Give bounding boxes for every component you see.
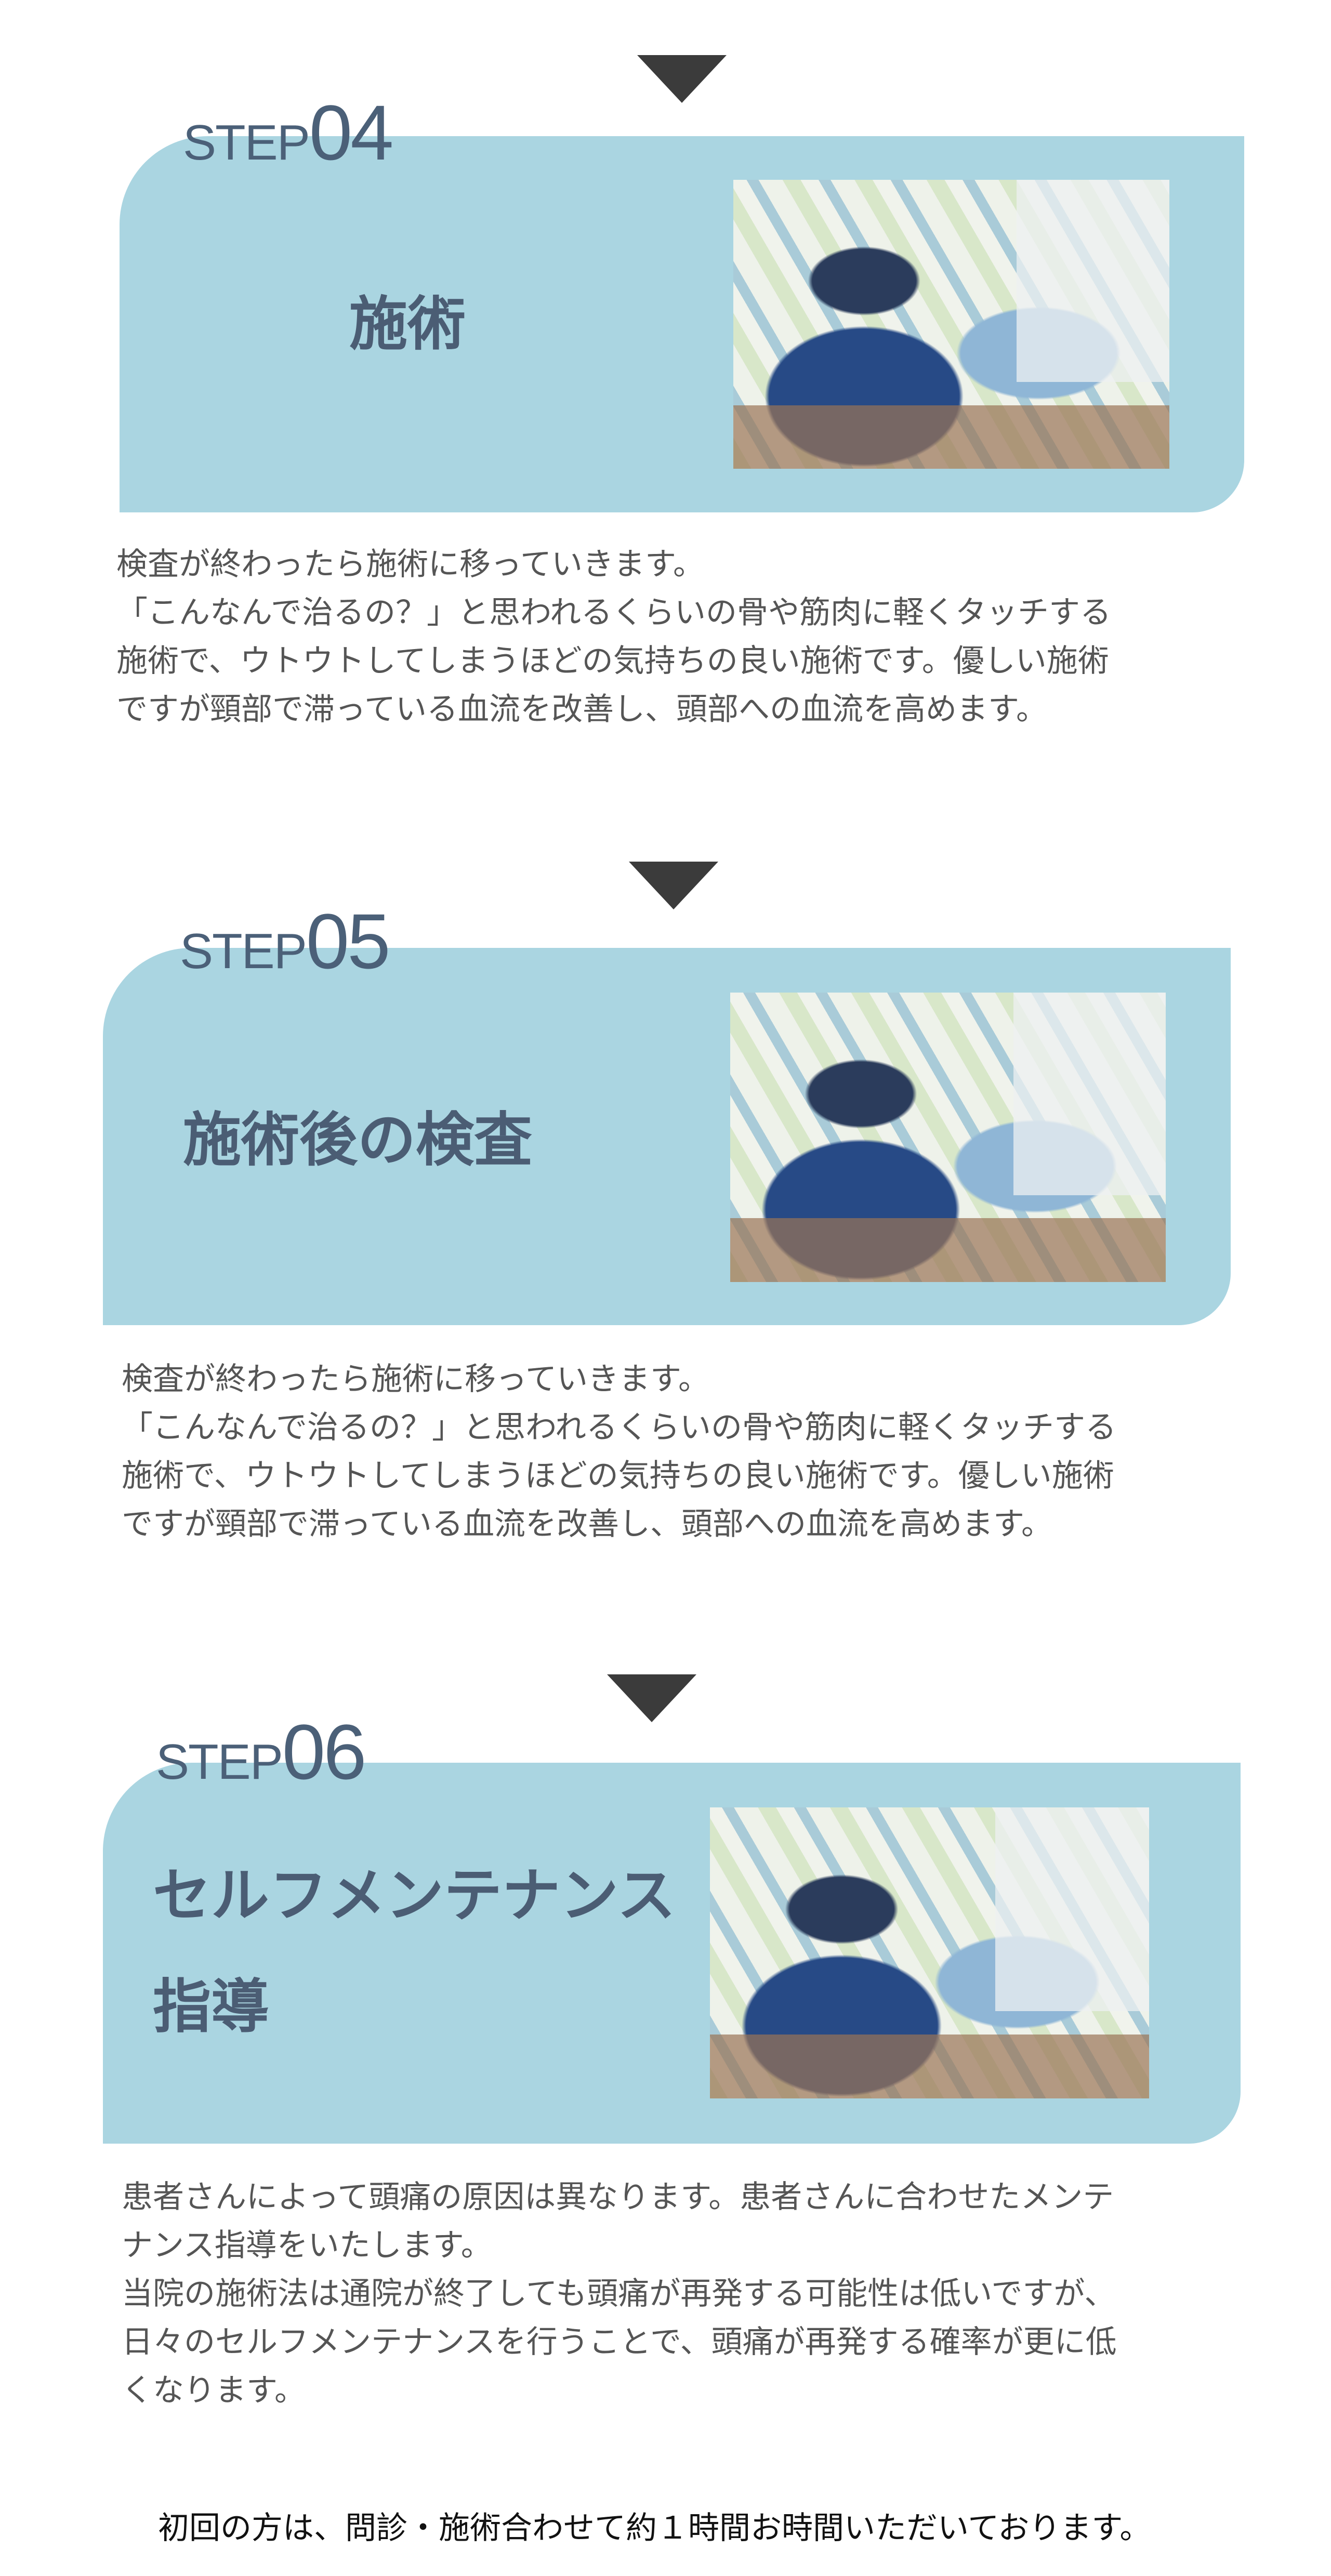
description-line: 「こんなんで治るの？」と思われるくらいの骨や筋肉に軽くタッチする xyxy=(116,595,1111,631)
description-line: 患者さんによって頭痛の原因は異なります。患者さんに合わせたメンテ xyxy=(122,2179,1114,2215)
description-line: 検査が終わったら施術に移っていきます。 xyxy=(122,1361,709,1397)
step-04-title: 施術 xyxy=(349,290,466,358)
step-04-label: STEP04 xyxy=(183,94,394,171)
description-line: 検査が終わったら施術に移っていきます。 xyxy=(116,546,704,583)
step-05-description: 検査が終わったら施術に移っていきます。 「こんなんで治るの？」と思われるくらいの… xyxy=(122,1355,1116,1549)
practitioner-checking-patient-photo xyxy=(730,993,1166,1282)
description-line: くなります。 xyxy=(122,2372,306,2409)
step-word: STEP xyxy=(156,1734,283,1790)
description-line: ナンス指導をいたします。 xyxy=(122,2227,492,2264)
description-line: ですが頸部で滞っている血流を改善し、頭部への血流を高めます。 xyxy=(116,691,1047,728)
down-arrow-icon xyxy=(629,862,718,909)
description-line: 当院の施術法は通院が終了しても頭痛が再発する可能性は低いですが、 xyxy=(122,2276,1116,2312)
description-line: 施術で、ウトウトしてしまうほどの気持ちの良い施術です。優しい施術 xyxy=(116,643,1109,679)
description-line: 「こんなんで治るの？」と思われるくらいの骨や筋肉に軽くタッチする xyxy=(122,1409,1116,1446)
step-06-title-line-1: セルフメンテナンス xyxy=(153,1862,676,1930)
down-arrow-icon xyxy=(637,55,727,103)
step-number: 04 xyxy=(309,89,394,176)
step-05-label: STEP05 xyxy=(180,902,391,980)
self-maintenance-guidance-photo xyxy=(710,1807,1149,2098)
practitioner-treating-patient-photo xyxy=(733,180,1169,469)
step-04-description: 検査が終わったら施術に移っていきます。 「こんなんで治るの？」と思われるくらいの… xyxy=(116,540,1111,734)
description-line: 施術で、ウトウトしてしまうほどの気持ちの良い施術です。優しい施術 xyxy=(122,1458,1114,1494)
down-arrow-icon xyxy=(607,1674,696,1722)
step-06-label: STEP06 xyxy=(156,1713,367,1791)
step-word: STEP xyxy=(183,115,310,170)
step-number: 05 xyxy=(306,897,391,985)
step-number: 06 xyxy=(282,1708,367,1795)
step-05-title: 施術後の検査 xyxy=(183,1106,532,1174)
step-word: STEP xyxy=(180,923,307,979)
step-06-description: 患者さんによって頭痛の原因は異なります。患者さんに合わせたメンテ ナンス指導をい… xyxy=(122,2173,1117,2415)
description-line: 日々のセルフメンテナンスを行うことで、頭痛が再発する確率が更に低 xyxy=(122,2324,1117,2360)
description-line: ですが頸部で滞っている血流を改善し、頭部への血流を高めます。 xyxy=(122,1506,1052,1542)
first-visit-note: 初回の方は、問診・施術合わせて約１時間お時間いただいております。 xyxy=(158,2510,1151,2546)
step-06-title-line-2: 指導 xyxy=(153,1973,269,2041)
